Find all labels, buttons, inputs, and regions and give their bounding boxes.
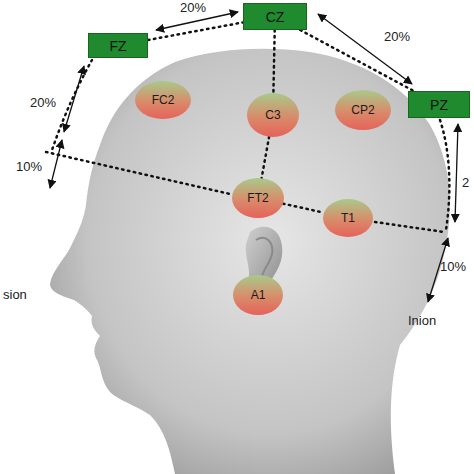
dimension-label: Inion — [408, 314, 436, 327]
ear-fold — [256, 238, 272, 278]
electrode-oval: FC2 — [135, 81, 191, 119]
dimension-label: sion — [3, 288, 27, 301]
electrode-label: PZ — [430, 97, 448, 113]
dimension-label: 10% — [440, 260, 466, 273]
dotted-connector — [148, 22, 243, 40]
dimension-label: 10% — [16, 160, 42, 173]
electrode-label: FT2 — [247, 191, 268, 205]
electrode-label: T1 — [341, 211, 355, 225]
electrode-label: CZ — [266, 9, 285, 25]
dimension-label: 2 — [462, 176, 469, 189]
electrode-oval: FT2 — [232, 178, 284, 218]
electrode-label: A1 — [251, 288, 266, 302]
electrode-box: CZ — [243, 3, 307, 30]
dimension-arrow — [156, 12, 238, 30]
electrode-box: FZ — [88, 33, 148, 58]
dotted-connector — [300, 30, 414, 91]
electrode-oval: CP2 — [335, 90, 391, 130]
guide-line — [52, 60, 92, 150]
electrode-box: PZ — [408, 91, 470, 118]
electrode-label: C3 — [265, 108, 280, 122]
dimension-arrow — [318, 14, 412, 84]
dotted-connector — [283, 204, 324, 213]
guide-line — [440, 120, 449, 230]
dimension-label: 20% — [384, 30, 410, 43]
dimension-arrow — [455, 124, 458, 222]
electrode-oval: A1 — [233, 275, 283, 315]
dotted-connector — [262, 137, 270, 179]
electrode-label: FZ — [109, 38, 126, 54]
head-profile — [50, 49, 450, 474]
dimension-arrow — [50, 140, 62, 188]
dimension-arrow — [64, 66, 84, 132]
dimension-label: 20% — [30, 96, 56, 109]
dimension-label: 20% — [180, 1, 206, 14]
electrode-label: FC2 — [152, 93, 175, 107]
electrode-label: CP2 — [351, 103, 374, 117]
guide-line — [375, 222, 444, 232]
electrode-oval: C3 — [247, 93, 299, 137]
guide-line — [46, 152, 230, 194]
electrode-oval: T1 — [323, 199, 373, 237]
dotted-connector — [273, 30, 274, 93]
